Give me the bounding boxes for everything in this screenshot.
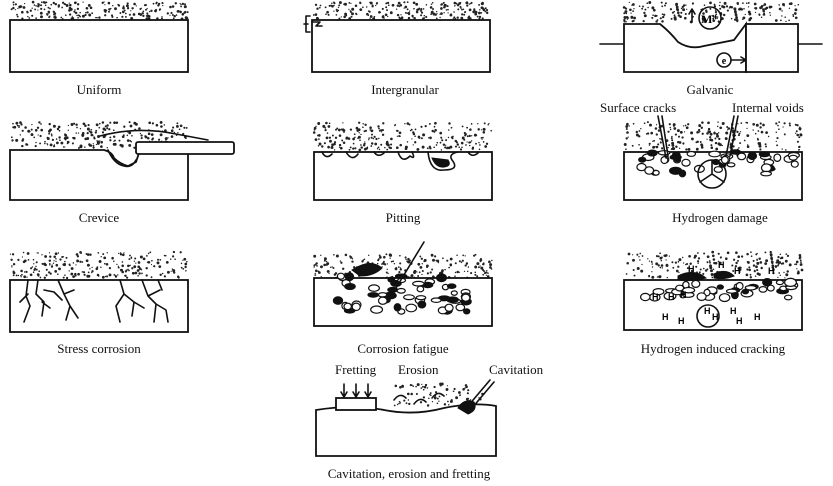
label-surface-cracks: Surface cracks	[600, 100, 677, 115]
hydrogen-atom: H	[688, 264, 695, 274]
caption-corrosion-fatigue: Corrosion fatigue	[357, 341, 449, 356]
hydrogen-atom: H	[768, 266, 775, 276]
caption-galvanic: Galvanic	[686, 82, 734, 97]
hydrogen-atom: H	[678, 316, 685, 326]
caption-hydrogen-induced-cracking: Hydrogen induced cracking	[640, 341, 786, 356]
stipple	[312, 121, 493, 152]
electron-symbol: e	[722, 56, 727, 67]
stipple	[622, 1, 800, 24]
hydrogen-atom: H	[736, 316, 743, 326]
caption-stress-corrosion: Stress corrosion	[57, 341, 141, 356]
corrosion-fatigue-diagram	[313, 241, 493, 327]
pitting-diagram	[312, 121, 493, 201]
metal-ion-circle	[698, 6, 722, 30]
hydrogen-atom: H	[730, 306, 737, 316]
stipple	[393, 382, 485, 407]
caption-cavitation-erosion-fretting: Cavitation, erosion and fretting	[327, 466, 491, 481]
caption-uniform: Uniform	[76, 82, 122, 97]
stipple	[10, 120, 188, 149]
grain-bracket	[303, 15, 311, 33]
crevice-diagram	[9, 120, 235, 201]
hydrogen-induced-cracking-diagram: H H H H H H H H H H H H H H	[623, 250, 804, 331]
galvanic-diagram: M⁺ e	[599, 1, 823, 73]
hydrogen-atoms: H H H H H H H H H H H H H H	[652, 260, 775, 326]
stipple	[312, 1, 489, 21]
hydrogen-atom: H	[668, 292, 675, 302]
intergranular-diagram	[303, 1, 491, 73]
hydrogen-atom: H	[652, 292, 659, 302]
grain-cluster	[639, 277, 799, 303]
stipple	[625, 250, 804, 280]
grain-cluster	[332, 272, 472, 315]
hydrogen-atom: H	[734, 266, 741, 276]
caption-hydrogen-damage: Hydrogen damage	[672, 210, 768, 225]
hydrogen-atom: H	[718, 260, 725, 270]
caption-intergranular: Intergranular	[371, 82, 439, 97]
metal-ion-symbol: M⁺	[701, 12, 719, 26]
hydrogen-damage-diagram	[623, 115, 803, 201]
caption-crevice: Crevice	[78, 210, 120, 225]
hydrogen-atom: H	[662, 312, 669, 322]
hydrogen-atom: H	[704, 306, 711, 316]
label-internal-voids: Internal voids	[732, 100, 804, 115]
stress-corrosion-diagram	[9, 250, 189, 333]
caption-pitting: Pitting	[385, 210, 421, 225]
cavitation-erosion-fretting-diagram	[315, 379, 497, 457]
grain-cluster	[636, 149, 800, 178]
hydrogen-atom: H	[712, 312, 719, 322]
label-fretting: Fretting	[335, 362, 377, 377]
hydrogen-atom: H	[754, 312, 761, 322]
label-erosion: Erosion	[398, 362, 439, 377]
stipple	[9, 250, 188, 280]
stipple	[10, 0, 189, 21]
hydrogen-trap-circle	[696, 304, 720, 328]
hydrogen-atom: H	[680, 290, 687, 300]
label-cavitation: Cavitation	[489, 362, 544, 377]
stipple	[623, 121, 803, 151]
uniform-diagram	[9, 0, 189, 73]
